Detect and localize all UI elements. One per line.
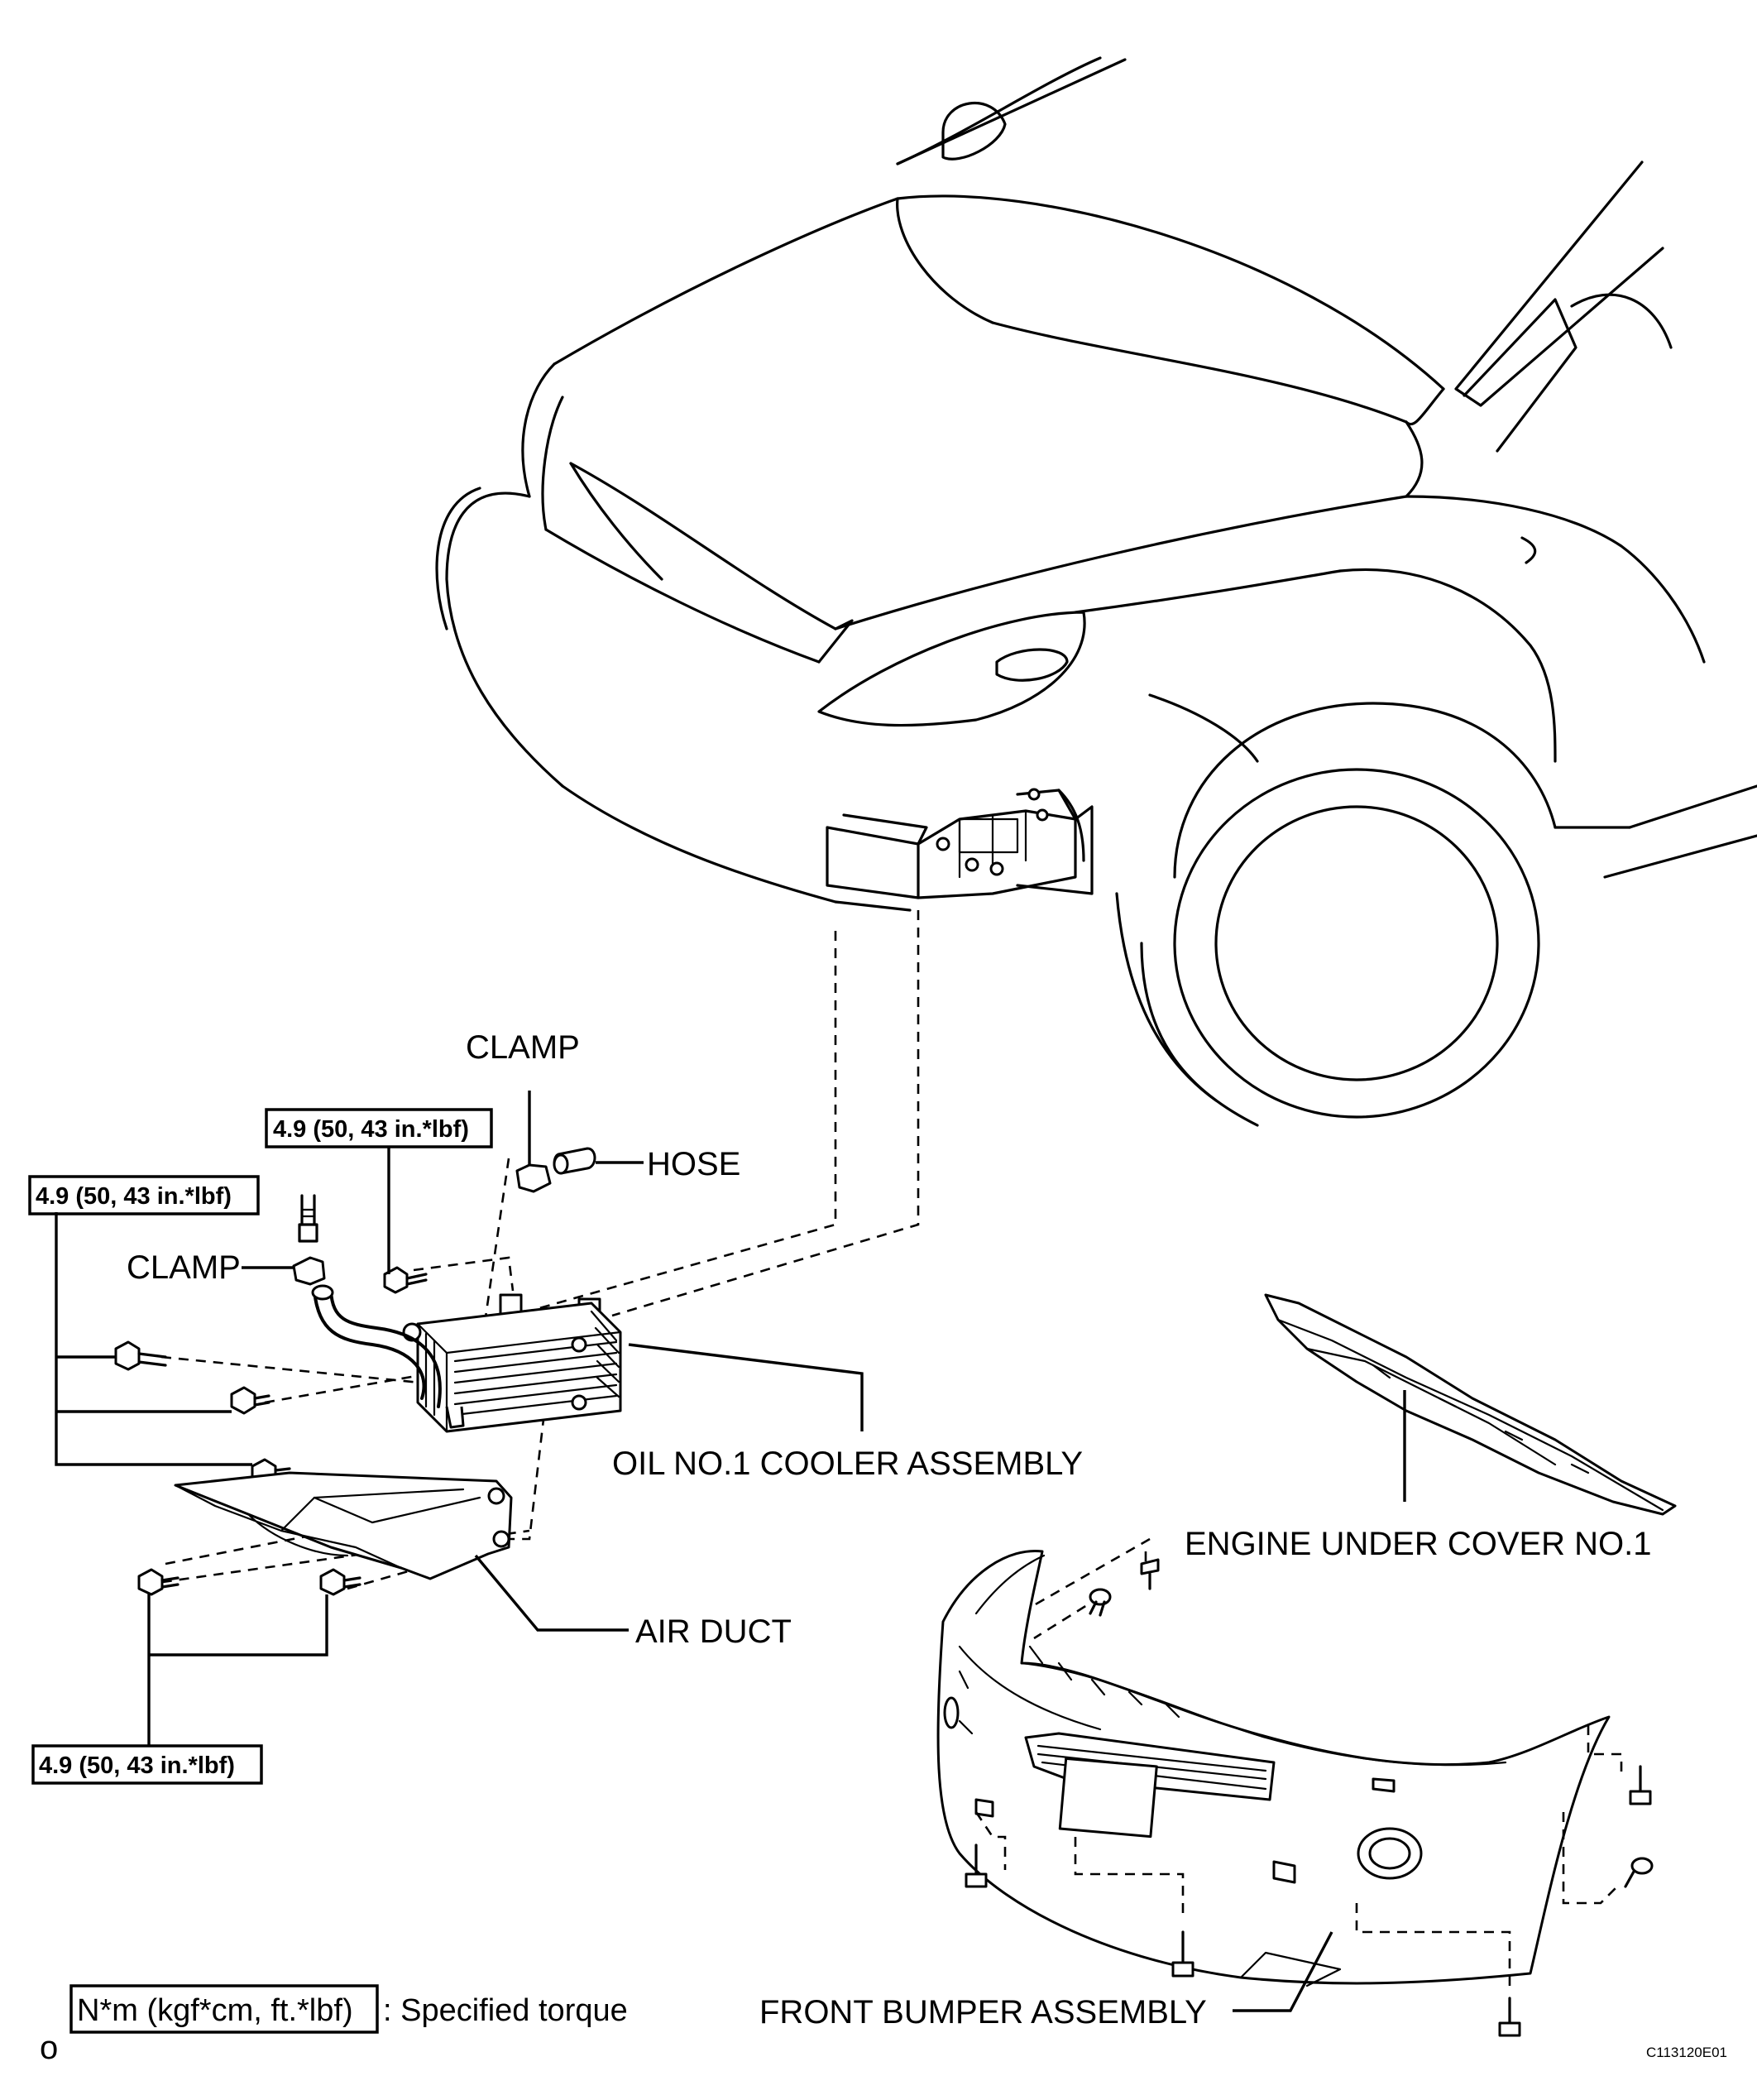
torque-legend: N*m (kgf*cm, ft.*lbf) : Specified torque [69, 1984, 628, 2034]
clip-icon [1171, 1930, 1194, 1978]
bolt-icon [137, 1568, 180, 1596]
torque-spec-value: 4.9 (50, 43 in.*lbf) [36, 1183, 232, 1210]
air-duct-label: AIR DUCT [635, 1613, 792, 1650]
vehicle-body-illustration [435, 56, 1757, 1127]
clip-icon [965, 1843, 988, 1888]
figure-id: C113120E01 [1646, 2045, 1727, 2060]
front-bumper-label: FRONT BUMPER ASSEMBLY [759, 1994, 1207, 2030]
clamp-left-label: CLAMP [127, 1249, 241, 1286]
clip-icon [1498, 1997, 1521, 2037]
bumper-guide-lines [974, 1537, 1623, 1990]
clip-icon [1140, 1558, 1160, 1590]
torque-spec-box: 4.9 (50, 43 in.*lbf) [28, 1175, 260, 1215]
oil-cooler-label: OIL NO.1 COOLER ASSEMBLY [612, 1446, 1083, 1482]
bolt-icon [114, 1340, 167, 1371]
engine-under-cover-label: ENGINE UNDER COVER NO.1 [1185, 1526, 1652, 1562]
legend-description: : Specified torque [383, 1993, 628, 2028]
clamp-top-label: CLAMP [466, 1029, 580, 1066]
bolt-icon [319, 1568, 361, 1596]
hose-and-clamps [292, 1147, 596, 1408]
leader-lines [55, 1091, 1406, 2012]
bolts [114, 1266, 428, 1596]
legend-unit-text: N*m (kgf*cm, ft.*lbf) [77, 1993, 353, 2028]
torque-spec-box: 4.9 (50, 43 in.*lbf) [265, 1108, 493, 1148]
torque-spec-box: 4.9 (50, 43 in.*lbf) [31, 1744, 263, 1785]
front-bumper-assembly [936, 1549, 1611, 1987]
bumper-fasteners [965, 1558, 1654, 2037]
engine-under-cover [1264, 1293, 1677, 1516]
clip-icon [1089, 1588, 1112, 1617]
corner-mark: o [40, 2030, 58, 2066]
bolt-icon [230, 1386, 270, 1415]
clip-icon [1629, 1765, 1652, 1805]
hose-label: HOSE [647, 1146, 740, 1182]
bolt-icon [383, 1266, 428, 1294]
torque-spec-value: 4.9 (50, 43 in.*lbf) [39, 1752, 235, 1779]
clip-icon [1624, 1857, 1654, 1888]
oil-cooler-assembly [402, 1293, 622, 1433]
torque-spec-value: 4.9 (50, 43 in.*lbf) [273, 1116, 469, 1143]
air-duct [174, 1471, 513, 1580]
